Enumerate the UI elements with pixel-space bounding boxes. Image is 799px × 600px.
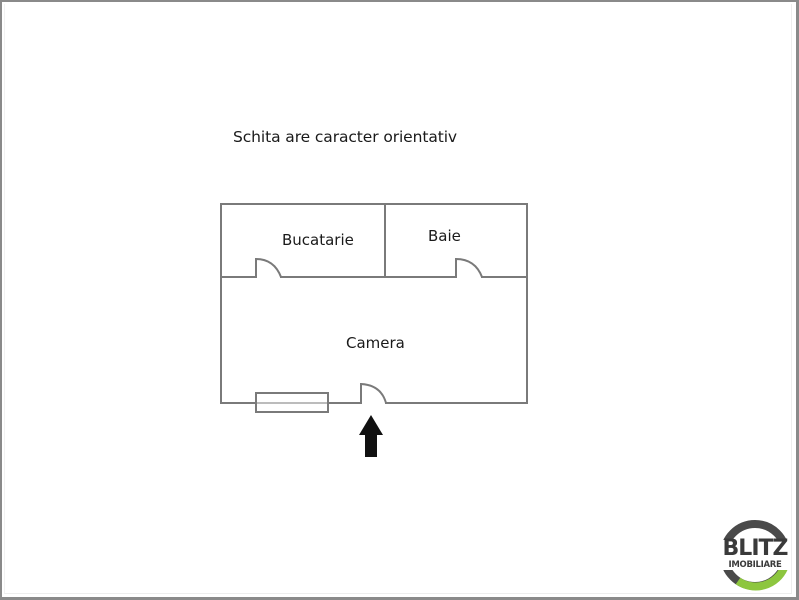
entrance-arrow-icon — [359, 415, 383, 457]
inner-border — [4, 4, 792, 594]
entrance-door-icon — [360, 382, 387, 404]
room-label-camera: Camera — [346, 334, 405, 352]
logo-text-imobiliare: IMOBILIARE — [728, 560, 782, 570]
baie-door-icon — [455, 257, 483, 278]
logo-accent-arc — [735, 566, 788, 591]
room-label-bucatarie: Bucatarie — [282, 231, 354, 249]
blitz-logo: BLITZ IMOBILIARE — [718, 518, 792, 592]
logo-text-blitz: BLITZ — [722, 536, 789, 561]
bucatarie-door-icon — [255, 257, 282, 278]
room-label-baie: Baie — [428, 227, 461, 245]
disclaimer-note: Schita are caracter orientativ — [233, 128, 457, 146]
